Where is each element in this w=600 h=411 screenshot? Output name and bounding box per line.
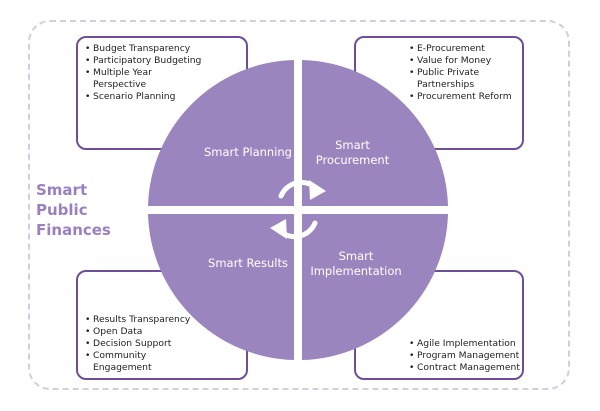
label-line: Smart [338,249,374,263]
quadrant-label-procurement: Smart Procurement [305,138,400,168]
list-item: Contract Management [409,362,522,374]
label-line: Smart Results [208,256,288,270]
list-item-continuation: Engagement [93,362,152,373]
list-item: Open Data [85,326,246,338]
quadrant-label-planning: Smart Planning [188,145,308,160]
label-line: Implementation [310,264,402,278]
diagram-title: Smart Public Finances [36,180,111,240]
list-item: Participatory Budgeting [85,55,246,67]
list-item: Program Management [409,350,522,362]
list-item: Results Transparency [85,314,246,326]
list-item: Agile Implementation [409,338,522,350]
list-item-continuation: Partnerships [417,79,475,90]
title-line-3: Finances [36,221,111,239]
title-line-1: Smart [36,181,88,199]
list-item: Value for Money [409,55,522,67]
list-item: Budget Transparency [85,43,246,55]
title-line-2: Public [36,201,88,219]
list-item: Community [85,350,246,362]
quadrant-label-results: Smart Results [188,256,308,271]
quadrant-implementation [302,214,448,360]
quadrant-circle [148,60,448,360]
list-item: E-Procurement [409,43,522,55]
label-line: Smart [335,138,370,152]
quadrant-label-implementation: Smart Implementation [305,249,407,279]
outer-dashed-frame [28,20,570,390]
list-item-continuation: Perspective [93,79,147,90]
list-item: Decision Support [85,338,246,350]
list-item: Scenario Planning [85,91,246,103]
quadrant-results [148,214,294,360]
quadrant-planning [148,60,294,206]
cycle-arrowheads [270,180,326,239]
label-line: Smart Planning [204,145,292,159]
list-item: Procurement Reform [409,91,522,103]
list-item: Public Private [409,67,522,79]
label-line: Procurement [315,153,390,167]
quadrant-procurement [302,60,448,206]
list-item: Multiple Year [85,67,246,79]
